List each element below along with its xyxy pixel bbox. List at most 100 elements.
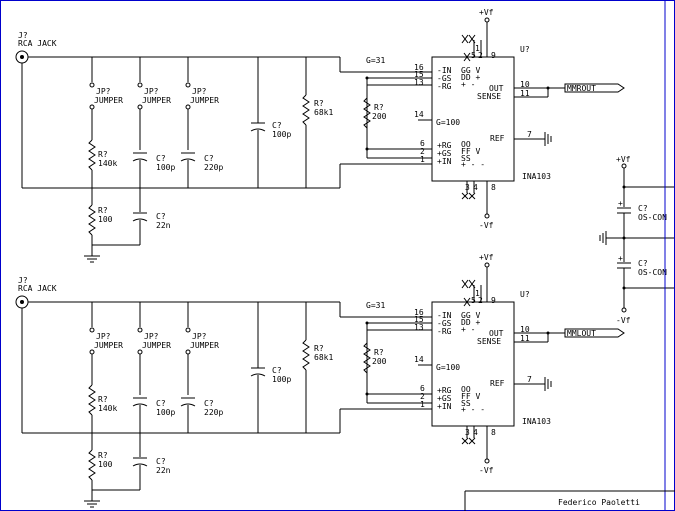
pin-label: + -	[461, 325, 475, 334]
pin-number: 1	[475, 289, 480, 298]
capacitor-ref: C?	[272, 366, 282, 375]
output-net-label: MMROUT	[567, 84, 596, 93]
pin-number: 4	[473, 183, 478, 192]
pin-number: 5	[471, 51, 476, 60]
capacitor-value: 220p	[204, 163, 223, 172]
jumper-type: JUMPER	[190, 96, 219, 105]
pin-label: -GS	[437, 319, 452, 328]
jumper-type: JUMPER	[142, 96, 171, 105]
supply-label: -Vf	[616, 316, 631, 325]
pin-number: 1	[475, 44, 480, 53]
pin-number: 15	[414, 70, 424, 79]
capacitor-value: OS-CON	[638, 268, 667, 277]
resistor-value: 200	[372, 357, 387, 366]
pin-label: +IN	[437, 157, 452, 166]
pin-number: 2	[420, 147, 425, 156]
pin-label: GG V	[461, 66, 480, 75]
pin-label: -GS	[437, 74, 452, 83]
pin-number: 16	[414, 63, 424, 72]
supply-label: +Vf	[616, 155, 631, 164]
pin-label: FF V	[461, 147, 480, 156]
pin-label: OUT	[489, 329, 504, 338]
pin-label: +IN	[437, 402, 452, 411]
pin-label: FF V	[461, 392, 480, 401]
pin-number: 9	[491, 296, 496, 305]
jumper-ref: JP?	[192, 332, 207, 341]
capacitor-value: 100p	[156, 163, 175, 172]
pin-label: REF	[490, 134, 505, 143]
resistor-value: 100	[98, 215, 113, 224]
ic-gain: G=100	[436, 118, 460, 127]
jack-type: RCA JACK	[18, 39, 57, 48]
channel-left	[15, 262, 625, 508]
pin-label: + - -	[461, 160, 485, 169]
jumper-type: JUMPER	[94, 96, 123, 105]
pin-number: 11	[520, 334, 530, 343]
resistor-ref: R?	[314, 344, 324, 353]
jack-ref: J?	[18, 31, 28, 40]
channel-left-labels: J? RCA JACK JP? JUMPER JP? JUMPER JP? JU…	[18, 253, 596, 475]
resistor-ref: R?	[374, 103, 384, 112]
pin-number: 2	[478, 296, 483, 305]
pin-number: 6	[420, 139, 425, 148]
resistor-ref: R?	[98, 451, 108, 460]
pin-number: 14	[414, 110, 424, 119]
resistor-value: 68k1	[314, 108, 333, 117]
pin-number: 10	[520, 325, 530, 334]
capacitor-ref: C?	[204, 399, 214, 408]
jack-type: RCA JACK	[18, 284, 57, 293]
pin-number: 10	[520, 80, 530, 89]
ic-ref: U?	[520, 290, 530, 299]
capacitor-ref: C?	[638, 204, 648, 213]
pin-label: SENSE	[477, 92, 501, 101]
capacitor-ref: C?	[272, 121, 282, 130]
pin-number: 5	[471, 296, 476, 305]
pin-number: 3	[465, 428, 470, 437]
ic-ref: U?	[520, 45, 530, 54]
pin-number: 1	[420, 400, 425, 409]
ic-part: INA103	[522, 417, 551, 426]
jumper-type: JUMPER	[190, 341, 219, 350]
pin-number: 8	[491, 428, 496, 437]
pin-number: 16	[414, 308, 424, 317]
capacitor-ref: C?	[156, 212, 166, 221]
jumper-type: JUMPER	[142, 341, 171, 350]
pin-label: SENSE	[477, 337, 501, 346]
pin-number: 8	[491, 183, 496, 192]
supply-decoupling: +Vf -Vf + + C? OS-CON C? OS-CON	[599, 155, 675, 325]
capacitor-value: 220p	[204, 408, 223, 417]
capacitor-value: 100p	[272, 375, 291, 384]
title-block-author: Federico Paoletti	[558, 498, 640, 507]
pin-number: 1	[420, 155, 425, 164]
jumper-ref: JP?	[192, 87, 207, 96]
jumper-ref: JP?	[144, 87, 159, 96]
pin-label: DD +	[461, 318, 480, 327]
resistor-ref: R?	[98, 150, 108, 159]
pin-number: 11	[520, 89, 530, 98]
pin-label: GG V	[461, 311, 480, 320]
resistor-value: 100	[98, 460, 113, 469]
pin-label: -IN	[437, 311, 452, 320]
channel-right-labels: J? RCA JACK JP? JUMPER JP? JUMPER JP? JU…	[18, 8, 596, 230]
pin-number: 9	[491, 51, 496, 60]
jumper-type: JUMPER	[94, 341, 123, 350]
pin-number: 15	[414, 315, 424, 324]
pin-number: 4	[473, 428, 478, 437]
pin-label: OO	[461, 385, 471, 394]
supply-label: -Vf	[479, 466, 494, 475]
resistor-ref: R?	[374, 348, 384, 357]
resistor-value: 140k	[98, 159, 117, 168]
pin-label: + - -	[461, 405, 485, 414]
pin-label: + -	[461, 80, 475, 89]
ic-part: INA103	[522, 172, 551, 181]
pin-label: +GS	[437, 149, 452, 158]
capacitor-value: 100p	[156, 408, 175, 417]
pin-label: -IN	[437, 66, 452, 75]
capacitor-ref: C?	[156, 399, 166, 408]
capacitor-value: OS-CON	[638, 213, 667, 222]
output-net-label: MMLOUT	[567, 329, 596, 338]
resistor-ref: R?	[98, 206, 108, 215]
pin-number: 14	[414, 355, 424, 364]
pin-number: 2	[478, 51, 483, 60]
gain-label: G=31	[366, 301, 385, 310]
